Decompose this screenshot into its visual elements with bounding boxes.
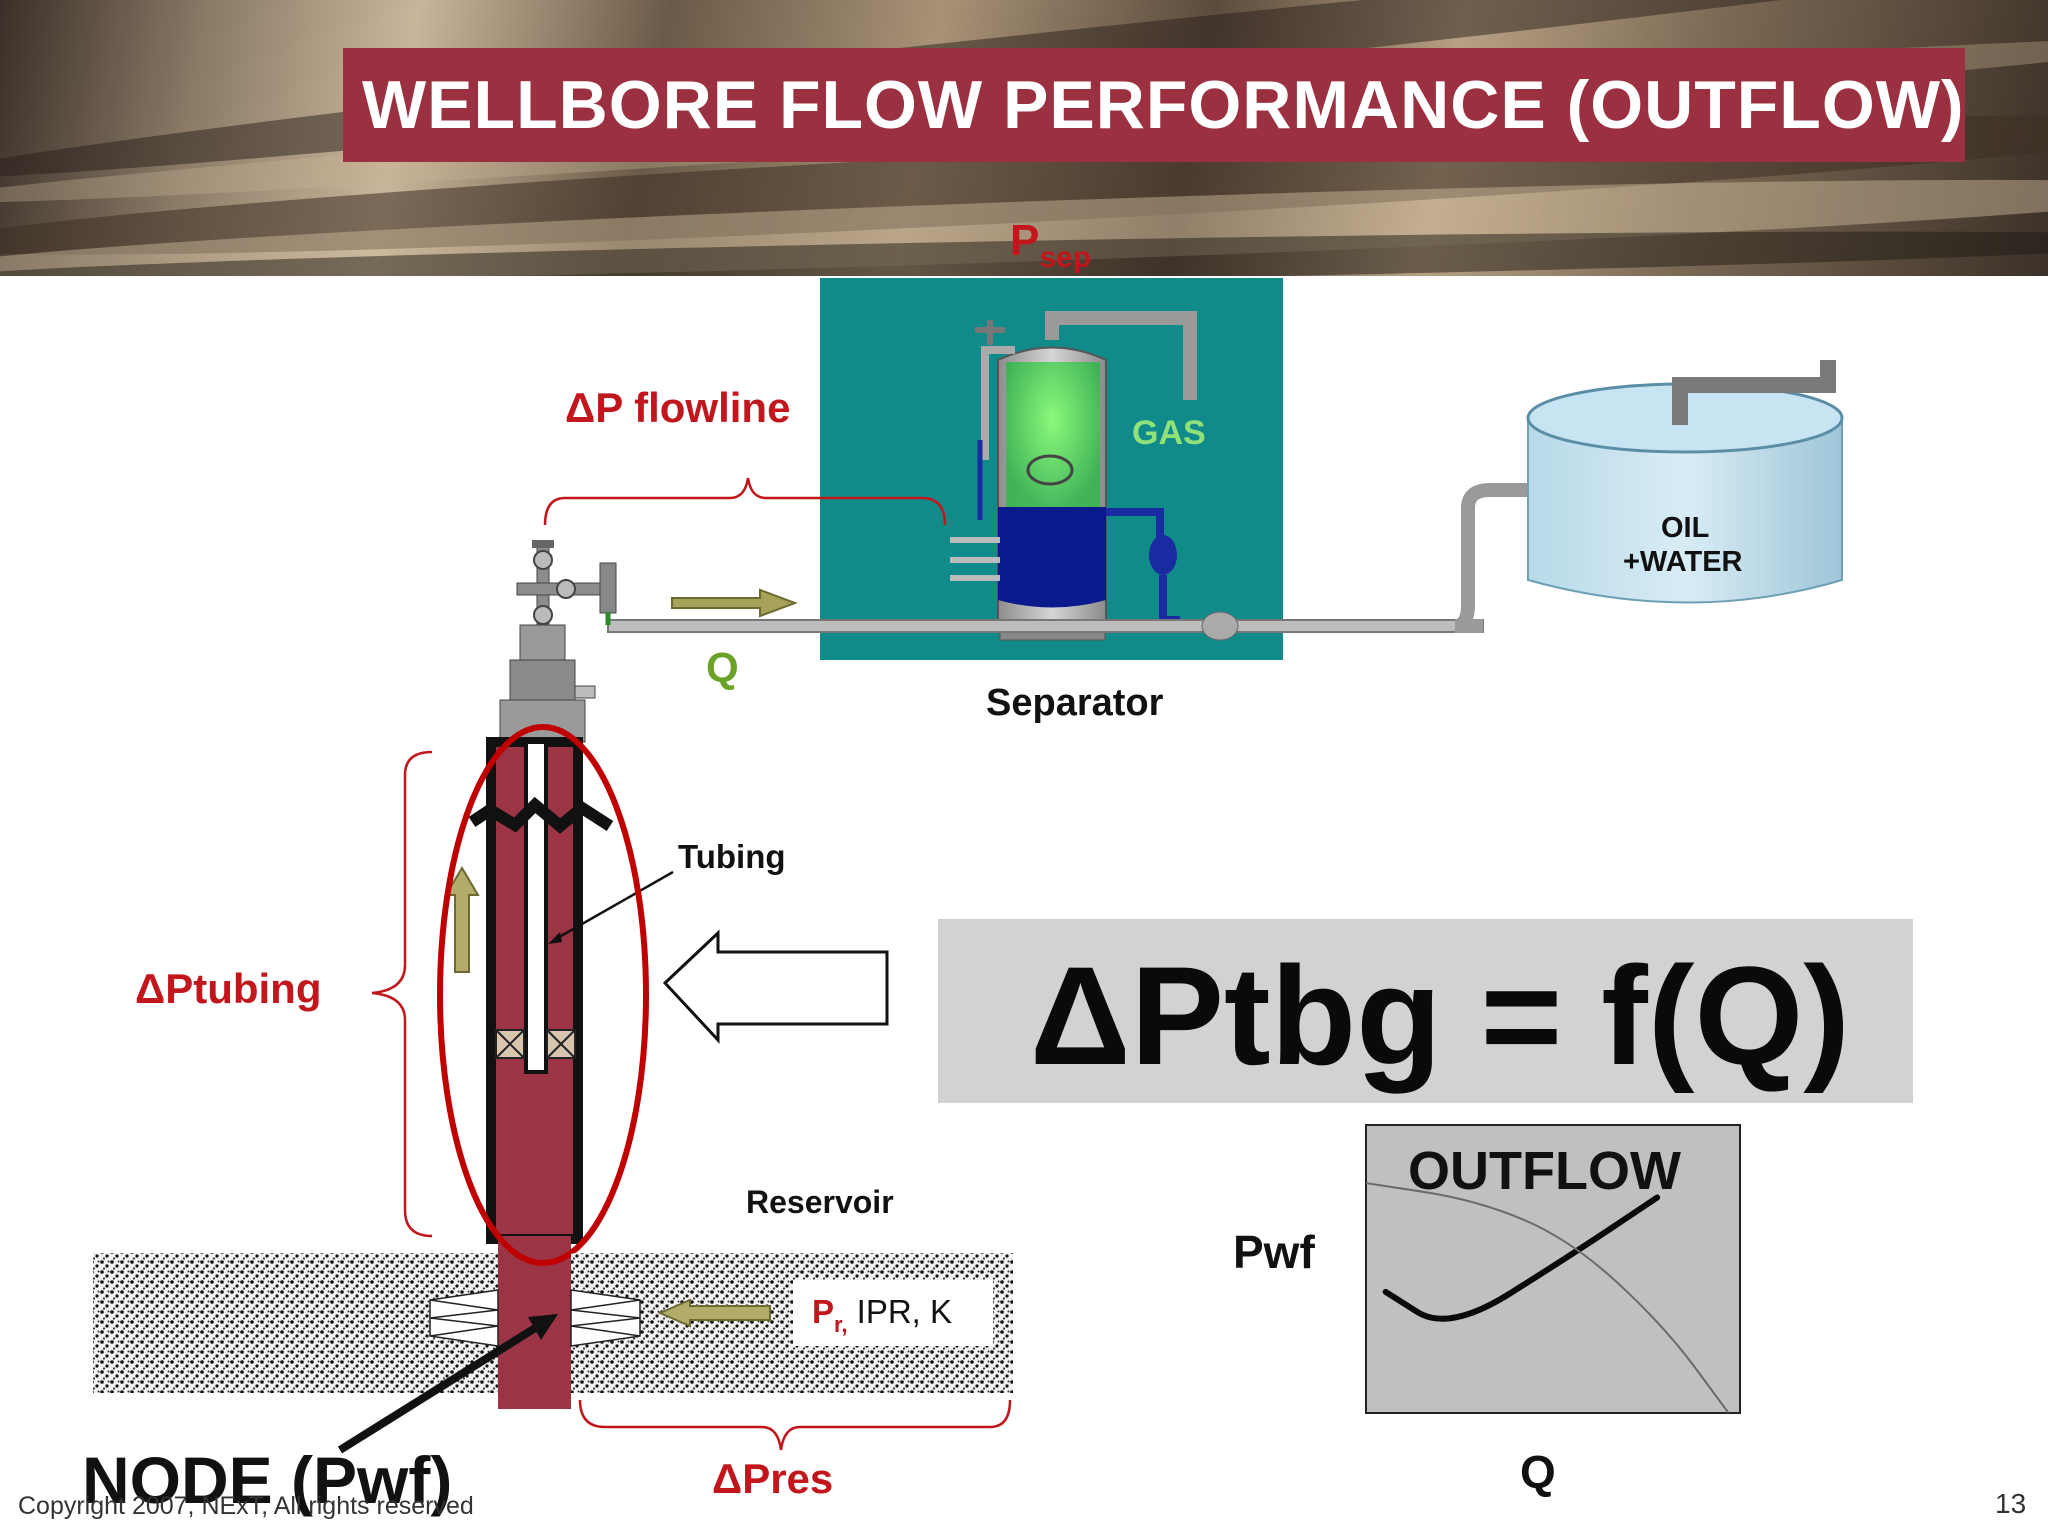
tubing-label: Tubing xyxy=(678,838,786,875)
separator-liquid xyxy=(998,507,1106,608)
psep-subscript: sep xyxy=(1039,241,1092,274)
reservoir-params: Pr, IPR, K xyxy=(812,1293,953,1337)
tubing-focus-ellipse xyxy=(437,724,649,1266)
flowline-pipe xyxy=(607,619,1484,633)
pr-rest: IPR, K xyxy=(847,1293,953,1330)
page-number: 13 xyxy=(1995,1488,2027,1519)
separator-top-pipe xyxy=(1045,311,1197,400)
storage-tank xyxy=(1527,417,1843,604)
psep-label: Psep xyxy=(1010,216,1091,274)
separator-inlet-pipe xyxy=(981,346,1015,460)
oil-water-line1: OIL xyxy=(1661,512,1710,544)
separator-label: Separator xyxy=(986,682,1164,724)
gas-label: GAS xyxy=(1132,414,1206,452)
hollow-arrow xyxy=(662,929,889,1044)
dp-tubing-label: ΔPtubing xyxy=(135,965,322,1012)
tubing-string xyxy=(524,740,548,1074)
reservoir-label: Reservoir xyxy=(746,1184,894,1220)
title-bar xyxy=(343,48,1965,162)
dp-flowline-label: ΔP flowline xyxy=(565,384,791,431)
casing-break xyxy=(468,796,614,834)
separator-control-valve xyxy=(1149,535,1177,575)
flow-arrow xyxy=(671,588,798,618)
chart-xlabel: Q xyxy=(1520,1446,1556,1498)
brace-flowline xyxy=(543,477,947,526)
tank-vent-pipe xyxy=(1672,360,1836,425)
brace-reservoir xyxy=(578,1399,1012,1451)
separator-outlet xyxy=(1106,508,1164,540)
brace-tubing xyxy=(371,750,433,1238)
formula-box xyxy=(938,919,1913,1103)
pr-subscript: r, xyxy=(834,1312,848,1337)
pr-main: P xyxy=(812,1293,835,1330)
up-flow-arrow xyxy=(444,866,480,973)
chart-ylabel: Pwf xyxy=(1233,1226,1315,1278)
separator-valve-left xyxy=(975,320,1005,345)
separator-manway xyxy=(1026,454,1074,486)
oil-water-line2: +WATER xyxy=(1623,546,1743,578)
dp-res-label: ΔPres xyxy=(712,1455,834,1502)
node-label: NODE (Pwf) xyxy=(82,1443,453,1517)
formula-text: ΔPtbg = f(Q) xyxy=(1030,937,1850,1094)
inflow-arrow xyxy=(657,1298,771,1328)
slide-title: WELLBORE FLOW PERFORMANCE (OUTFLOW) xyxy=(362,67,1965,143)
flow-rate-q-label: Q xyxy=(706,644,739,691)
tank-inlet-pipe xyxy=(1454,483,1530,633)
copyright-text: Copyright 2007, NExT, All rights reserve… xyxy=(18,1492,474,1520)
chart-title: OUTFLOW xyxy=(1408,1141,1681,1201)
psep-main: P xyxy=(1010,216,1040,265)
